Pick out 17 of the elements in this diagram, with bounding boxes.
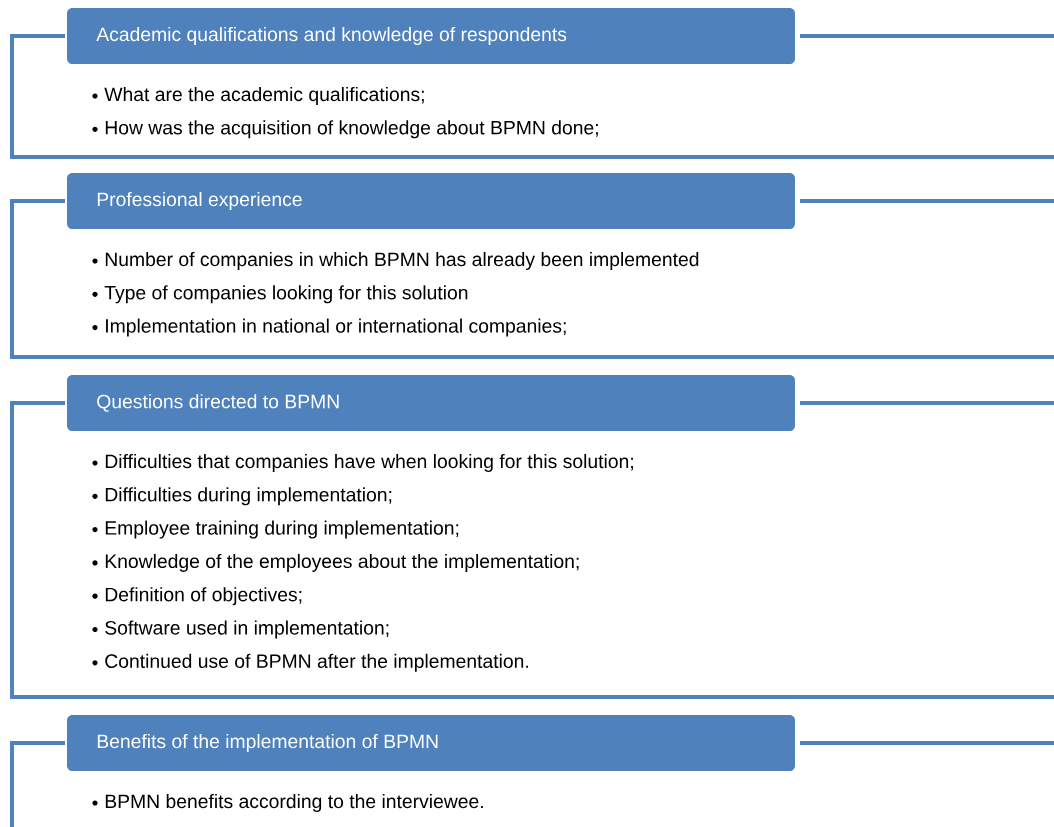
list-item: Definition of objectives;	[105, 587, 302, 606]
header-box: Questions directed to BPMN	[67, 375, 795, 431]
list-item: Implementation in national or international companies;	[106, 318, 566, 337]
list-item: What are the academic qualifications;	[104, 87, 424, 105]
list-item: BPMN benefits according to the interviewee.	[105, 794, 483, 812]
header-box: Professional experience	[67, 173, 795, 229]
list-item: Employee training during implementation;	[105, 520, 459, 539]
list-item: Difficulties that companies have when looking for this solution;	[105, 454, 633, 472]
header-box: Benefits of the implementation of BPMN	[67, 715, 795, 771]
header-box: Academic qualifications and knowledge of respondents	[67, 8, 795, 64]
list-item: How was the acquisition of knowledge about BPMN done;	[105, 120, 598, 139]
list-item: Type of companies looking for this solution	[104, 285, 468, 304]
list-item: Number of companies in which BPMN has already been implemented	[105, 252, 699, 270]
list-item: Continued use of BPMN after the implementation.	[105, 653, 528, 672]
list-item: Software used in implementation;	[105, 620, 389, 639]
list-item: Difficulties during implementation;	[105, 487, 392, 506]
list-item: Knowledge of the employees about the implementation;	[105, 553, 579, 572]
